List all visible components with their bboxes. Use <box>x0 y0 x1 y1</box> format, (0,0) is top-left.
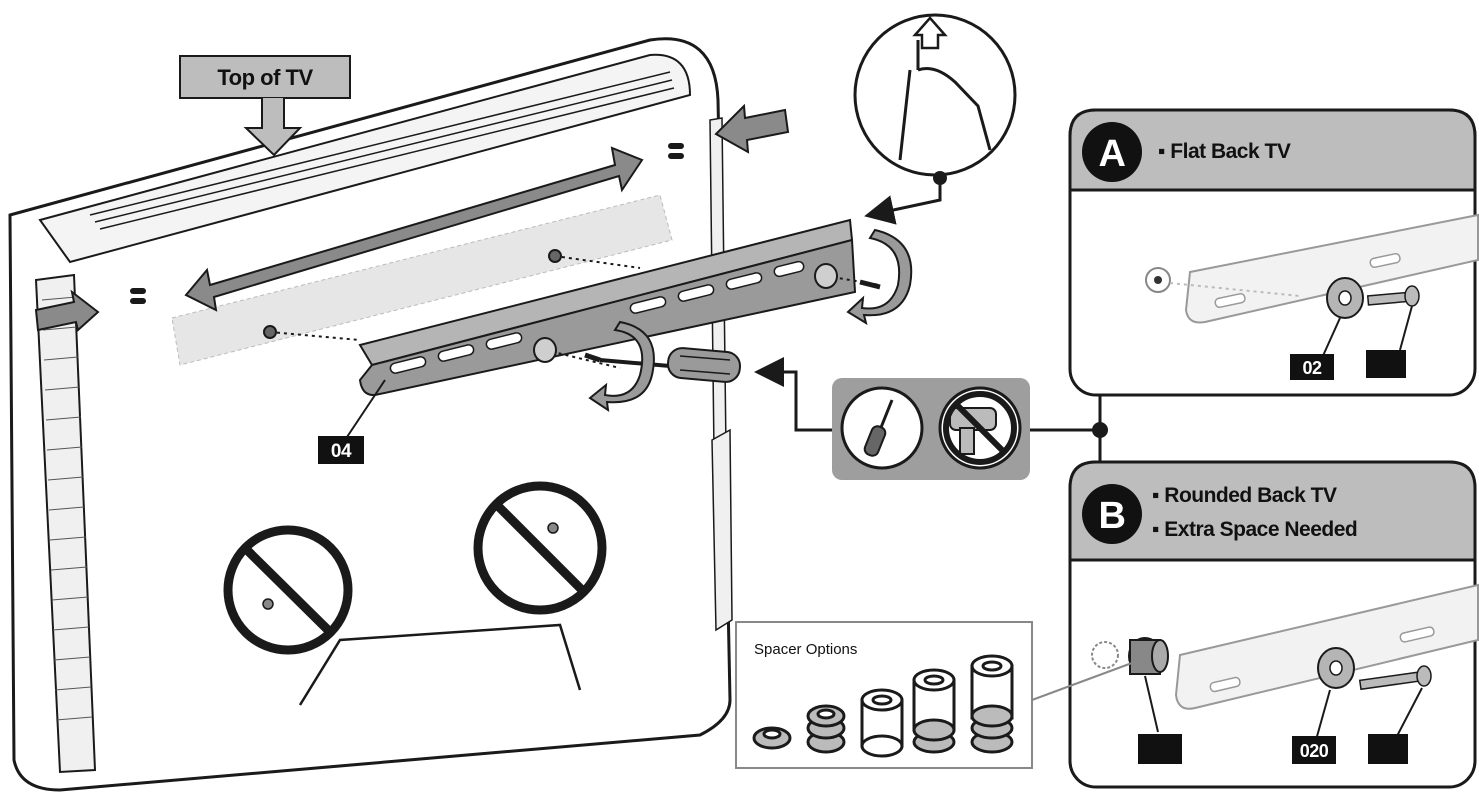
hook-detail <box>853 13 1017 185</box>
tv-back <box>8 37 733 792</box>
long-screw-icon <box>1358 665 1432 691</box>
panel-a-line1: ▪ Flat Back TV <box>1158 140 1291 163</box>
part-04-badge <box>318 436 364 464</box>
tv-screw-hole-icon <box>548 249 562 263</box>
spacer-option-icon <box>970 654 1014 754</box>
part-badge-blank <box>1366 350 1406 378</box>
keyhole-right-icon <box>668 143 684 159</box>
top-of-tv-label: Top of TV <box>179 55 351 157</box>
wall-bracket <box>358 218 857 397</box>
screw-icon <box>1366 285 1420 307</box>
width-arrow-icon <box>184 146 644 312</box>
keyhole-left-icon <box>130 288 146 304</box>
panel-b-line2: ▪ Extra Space Needed <box>1152 518 1357 541</box>
part-badge-blank <box>1368 734 1408 764</box>
spacer-option-icon <box>912 668 956 754</box>
part-020-text: 020 <box>1300 741 1329 761</box>
push-arrow-right-icon <box>714 103 790 154</box>
panel-b: B ▪ Rounded Back TV ▪ Extra Space Needed… <box>1068 460 1479 789</box>
panel-b-line1: ▪ Rounded Back TV <box>1152 484 1337 507</box>
screwdriver-icon <box>599 347 742 383</box>
tv-screw-hole-icon <box>263 325 277 339</box>
part-04-text: 04 <box>331 441 352 462</box>
up-arrow-icon <box>912 16 948 50</box>
panel-a: A ▪ Flat Back TV 02 <box>1068 108 1479 397</box>
rotate-arrow-icon <box>588 320 655 413</box>
spacer-options-title: Spacer Options <box>754 641 857 658</box>
spacer-option-icon <box>806 704 846 754</box>
panel-a-letter: A <box>1099 133 1126 175</box>
washer-icon <box>533 337 557 363</box>
no-mount-symbol-icon <box>473 481 607 615</box>
top-of-tv-text: Top of TV <box>217 65 313 90</box>
spacer-option-icon <box>752 726 792 750</box>
screwdriver-tool-icon <box>863 399 894 457</box>
spacer-option-icon <box>860 688 904 758</box>
washer-icon <box>814 263 838 289</box>
part-02-badge <box>1290 354 1334 380</box>
part-badge-blank <box>1138 734 1182 764</box>
tools-box <box>832 378 1030 480</box>
push-arrow-left-icon <box>34 289 100 332</box>
part-020-badge <box>1292 736 1336 764</box>
no-mount-symbol-icon <box>223 525 353 655</box>
spacer-icon <box>1128 637 1169 675</box>
no-symbol-icon <box>943 391 1017 465</box>
tv-screw-hole-icon <box>1091 641 1119 669</box>
spacer-options-box: Spacer Options <box>735 621 1141 769</box>
panel-b-letter: B <box>1099 495 1126 537</box>
part-02-text: 02 <box>1302 358 1322 378</box>
rotate-arrow-icon <box>846 228 913 326</box>
